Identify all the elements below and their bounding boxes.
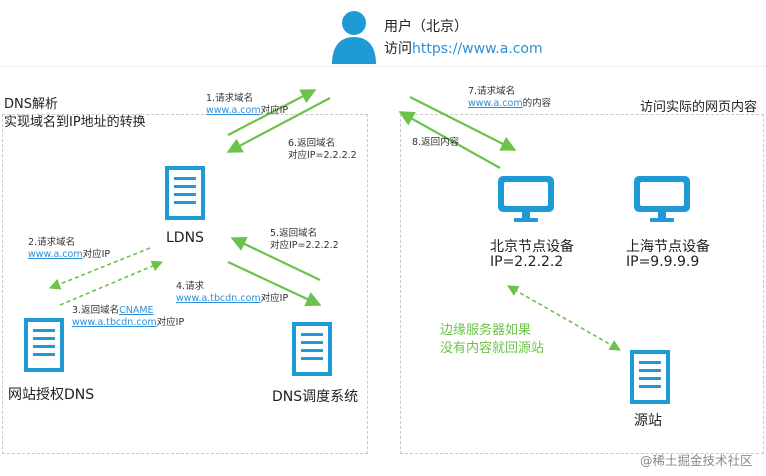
step7-link[interactable]: www.a.com [468, 98, 523, 109]
arrow-origin-fetch [507, 285, 621, 351]
step1-label: 1.请求域名 www.a.com对应IP [206, 93, 288, 117]
user-visit-url[interactable]: https://www.a.com [412, 41, 543, 57]
step7-title: 7.请求域名 [468, 86, 516, 97]
watermark: @稀土掘金技术社区 [640, 453, 753, 468]
arrow-step7 [409, 96, 517, 151]
dns-panel [2, 114, 368, 454]
shanghai-name: 上海节点设备 [626, 239, 710, 255]
step5-label: 5.返回域名 对应IP=2.2.2.2 [270, 228, 339, 252]
auth-dns-server-icon [24, 318, 64, 372]
step6-label: 6.返回域名 对应IP=2.2.2.2 [288, 138, 357, 162]
step1-title: 1.请求域名 [206, 93, 254, 104]
content-panel-title: 访问实际的网页内容 [640, 100, 758, 115]
user-icon [332, 11, 376, 64]
step2-detail: www.a.com对应IP [28, 249, 110, 261]
step2-link[interactable]: www.a.com [28, 249, 83, 260]
step3-prefix: 3.返回域名 [72, 305, 120, 316]
beijing-monitor-icon [498, 176, 554, 222]
step2-suffix: 对应IP [82, 249, 111, 260]
step2-label: 2.请求域名 www.a.com对应IP [28, 237, 110, 261]
step3-title: 3.返回域名CNAME [72, 305, 184, 317]
arrow-step4 [227, 261, 322, 307]
step3-suffix: 对应IP [156, 317, 185, 328]
origin-server-icon [630, 350, 670, 404]
beijing-ip: IP=2.2.2.2 [490, 254, 564, 270]
step5-detail: 对应IP=2.2.2.2 [270, 240, 339, 251]
content-panel [400, 114, 764, 454]
step2-title: 2.请求域名 [28, 237, 76, 248]
user-visit: 访问https://www.a.com [384, 38, 543, 58]
user-visit-prefix: 访问 [384, 41, 412, 57]
step3-label: 3.返回域名CNAME www.a.tbcdn.com对应IP [72, 305, 184, 329]
dns-panel-title: DNS解析 实现域名到IP地址的转换 [4, 96, 146, 132]
shanghai-monitor-icon [634, 176, 690, 222]
dns-sched-server-icon [292, 322, 332, 376]
step7-detail: www.a.com的内容 [468, 98, 551, 110]
step5-title: 5.返回域名 [270, 228, 318, 239]
user-title: 用户（北京） [384, 19, 468, 35]
ldns-label: LDNS [166, 230, 204, 246]
dns-panel-title-line1: DNS解析 [4, 97, 58, 112]
step3-link[interactable]: www.a.tbcdn.com [72, 317, 157, 328]
step3-cname[interactable]: CNAME [119, 305, 154, 316]
dns-sched-label: DNS调度系统 [272, 389, 359, 405]
edge-note-line1: 边缘服务器如果 [440, 323, 532, 338]
top-divider [0, 66, 766, 67]
step1-link[interactable]: www.a.com [206, 105, 261, 116]
origin-label: 源站 [634, 413, 662, 429]
step4-title: 4.请求 [176, 281, 205, 292]
step3-detail: www.a.tbcdn.com对应IP [72, 317, 184, 329]
step4-link[interactable]: www.a.tbcdn.com [176, 293, 261, 304]
arrow-step5 [230, 237, 321, 281]
arrow-step6 [226, 97, 331, 153]
step4-label: 4.请求 www.a.tbcdn.com对应IP [176, 281, 288, 305]
step6-detail: 对应IP=2.2.2.2 [288, 150, 357, 161]
step8-label: 8.返回内容 [412, 137, 460, 148]
beijing-name: 北京节点设备 [490, 239, 574, 255]
step4-detail: www.a.tbcdn.com对应IP [176, 293, 288, 305]
step7-suffix: 的内容 [522, 98, 552, 109]
ldns-server-icon [165, 166, 205, 220]
step1-detail: www.a.com对应IP [206, 105, 288, 117]
step6-title: 6.返回域名 [288, 138, 336, 149]
step1-suffix: 对应IP [260, 105, 289, 116]
arrow-step3 [59, 260, 164, 306]
auth-dns-label: 网站授权DNS [8, 387, 95, 403]
arrow-step2 [48, 247, 151, 290]
edge-note-line2: 没有内容就回源站 [440, 341, 545, 356]
arrow-step1 [227, 89, 317, 136]
edge-note: 边缘服务器如果 没有内容就回源站 [440, 322, 544, 358]
step4-suffix: 对应IP [260, 293, 289, 304]
arrow-step8 [398, 111, 501, 169]
dns-panel-title-line2: 实现域名到IP地址的转换 [4, 115, 146, 130]
step7-label: 7.请求域名 www.a.com的内容 [468, 86, 551, 110]
shanghai-ip: IP=9.9.9.9 [626, 254, 700, 270]
